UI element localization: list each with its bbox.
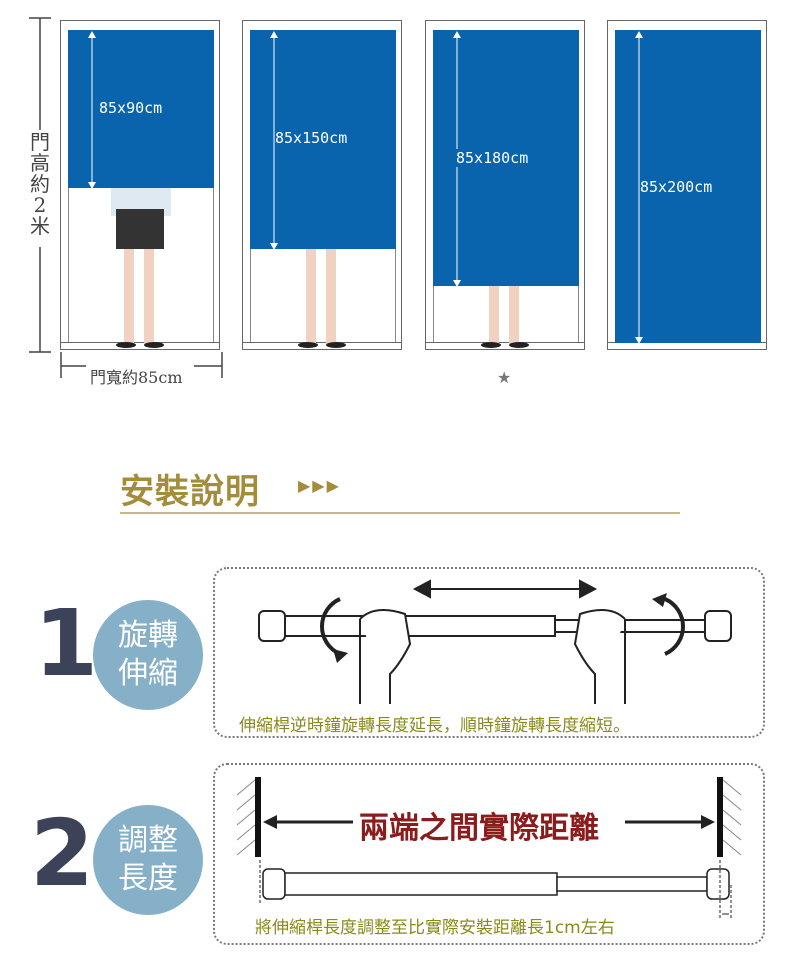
door-200: 85x200cm xyxy=(607,20,767,350)
length-arrow xyxy=(88,31,96,189)
step-1-badge: 旋轉 伸縮 xyxy=(93,600,203,710)
person xyxy=(111,186,171,348)
door-150: 85x150cm xyxy=(242,20,402,350)
title-arrows-icon: ▶▶▶ xyxy=(298,476,341,495)
step-1-caption: 伸縮桿逆時鐘旋轉長度延長，順時鐘旋轉長度縮短。 xyxy=(239,716,630,736)
step-2-badge: 調整 長度 xyxy=(93,805,203,915)
door-height-dimension xyxy=(29,17,51,353)
step-2-highlight: 兩端之間實際距離 xyxy=(353,803,605,847)
size-label: 85x200cm xyxy=(640,178,713,196)
title-divider xyxy=(120,512,680,514)
door-height-label: 門高約2米 xyxy=(30,130,50,238)
person xyxy=(481,249,529,348)
step-1-number: 1 xyxy=(34,590,99,697)
step-2-name-line2: 長度 xyxy=(118,861,178,896)
size-label: 85x150cm xyxy=(275,129,348,147)
size-label: 85x180cm xyxy=(456,149,529,167)
rod-rotate-illustration xyxy=(258,579,732,704)
step-2-name-line1: 調整 xyxy=(118,823,178,858)
length-arrow xyxy=(270,31,278,250)
size-label: 85x90cm xyxy=(99,99,163,117)
step-2-number: 2 xyxy=(30,800,95,907)
star-icon: ★ xyxy=(497,368,512,387)
step-1-name-line2: 伸縮 xyxy=(118,656,178,691)
step-2-caption: 將伸縮桿長度調整至比實際安裝距離長1cm左右 xyxy=(255,918,615,938)
rod-measure-illustration xyxy=(236,777,742,920)
door-180: 85x180cm xyxy=(425,20,585,350)
step-1-name-line1: 旋轉 xyxy=(118,618,178,653)
door-width-label: 門寬約85cm xyxy=(90,368,183,387)
step-1-panel: 伸縮桿逆時鐘旋轉長度延長，順時鐘旋轉長度縮短。 xyxy=(213,567,765,738)
length-arrow xyxy=(635,31,643,344)
step-2-panel: 兩端之間實際距離 將伸縮桿長度調整至比實際安裝距離長1cm左右 xyxy=(213,763,765,945)
install-title: 安裝說明 xyxy=(120,472,260,512)
door-width-dimension xyxy=(60,352,223,378)
door-90: 85x90cm xyxy=(60,20,220,350)
